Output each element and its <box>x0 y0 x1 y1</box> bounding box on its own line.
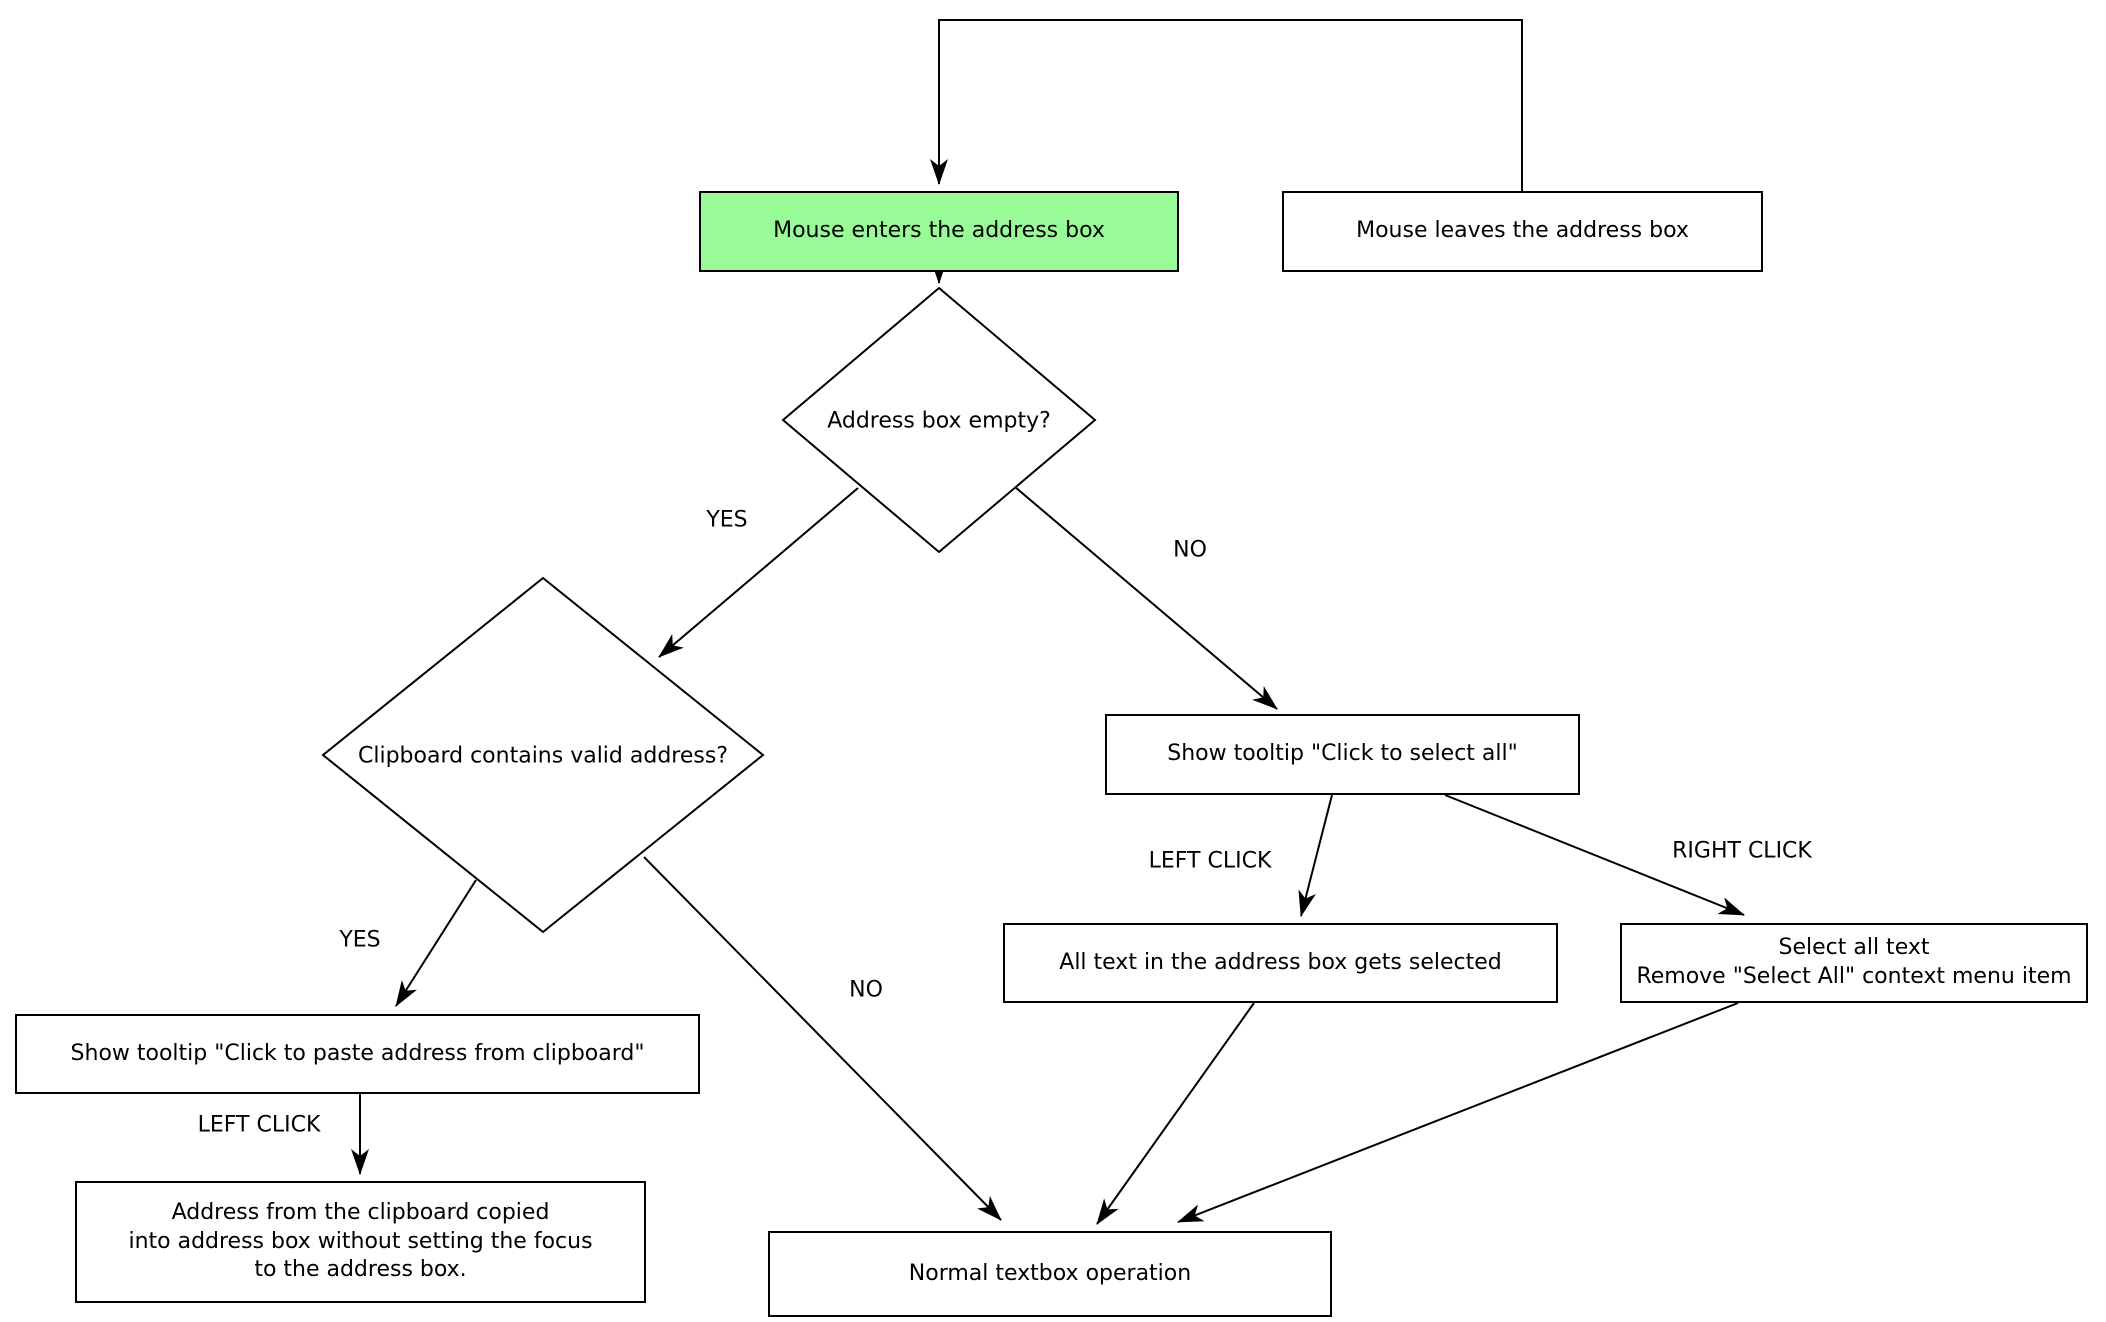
edge-label-paste-left-click: LEFT CLICK <box>197 1112 321 1138</box>
node-show-tooltip-select-all-label: Show tooltip "Click to select all" <box>1167 741 1518 767</box>
edge-selecttext-to-normal <box>1177 1002 1739 1223</box>
node-select-all-text-label: Select all text Remove "Select All" cont… <box>1636 935 2072 989</box>
edge-loop-leave-to-enter <box>930 19 1523 191</box>
decision-clipboard-valid <box>321 576 765 934</box>
node-address-copied: Address from the clipboard copied into a… <box>75 1181 646 1303</box>
edge-empty-no <box>1014 486 1278 710</box>
node-mouse-leaves-label: Mouse leaves the address box <box>1356 218 1689 244</box>
node-address-copied-label: Address from the clipboard copied into a… <box>128 1200 593 1283</box>
node-mouse-enters: Mouse enters the address box <box>699 191 1179 272</box>
node-show-tooltip-paste: Show tooltip "Click to paste address fro… <box>15 1014 700 1094</box>
edge-label-clipboard-yes: YES <box>339 927 381 953</box>
edge-selectall-rightclick <box>1444 794 1745 916</box>
edge-label-empty-yes: YES <box>706 507 748 533</box>
node-all-text-selected: All text in the address box gets selecte… <box>1003 923 1558 1003</box>
edge-clipboard-no <box>643 856 1002 1221</box>
edge-label-empty-no: NO <box>1173 537 1207 563</box>
edge-clipboard-yes <box>395 879 477 1007</box>
node-show-tooltip-select-all: Show tooltip "Click to select all" <box>1105 714 1580 795</box>
decision-address-box-empty-label: Address box empty? <box>827 408 1051 434</box>
decision-address-box-empty <box>781 286 1097 554</box>
edge-alltext-to-normal <box>1096 1002 1255 1225</box>
edge-label-select-right-click: RIGHT CLICK <box>1672 838 1812 864</box>
edge-empty-yes <box>658 487 859 658</box>
node-show-tooltip-paste-label: Show tooltip "Click to paste address fro… <box>70 1040 645 1066</box>
node-mouse-enters-label: Mouse enters the address box <box>773 218 1105 244</box>
edge-label-clipboard-no: NO <box>849 977 883 1003</box>
node-mouse-leaves: Mouse leaves the address box <box>1282 191 1763 272</box>
decision-clipboard-valid-label: Clipboard contains valid address? <box>358 743 728 769</box>
node-normal-textbox-label: Normal textbox operation <box>908 1260 1192 1286</box>
edge-selectall-leftclick <box>1298 794 1333 917</box>
node-normal-textbox: Normal textbox operation <box>768 1231 1332 1317</box>
edge-label-select-left-click: LEFT CLICK <box>1148 848 1272 874</box>
node-select-all-text: Select all text Remove "Select All" cont… <box>1620 923 2088 1003</box>
node-all-text-selected-label: All text in the address box gets selecte… <box>1059 949 1502 975</box>
